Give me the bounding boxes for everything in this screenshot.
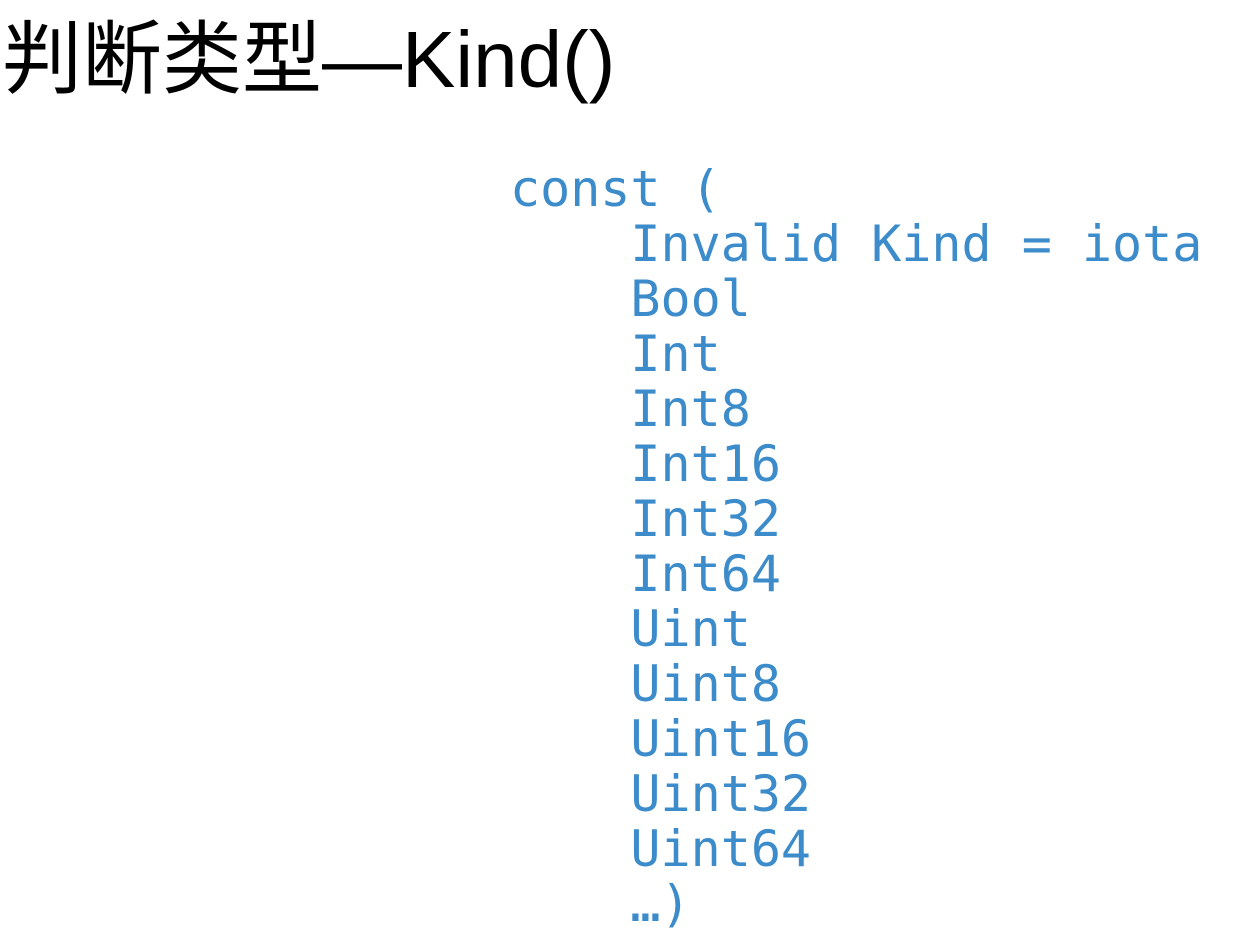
code-block: const ( Invalid Kind = iota Bool Int Int… (510, 160, 1203, 933)
page-title: 判断类型—Kind() (2, 15, 616, 104)
